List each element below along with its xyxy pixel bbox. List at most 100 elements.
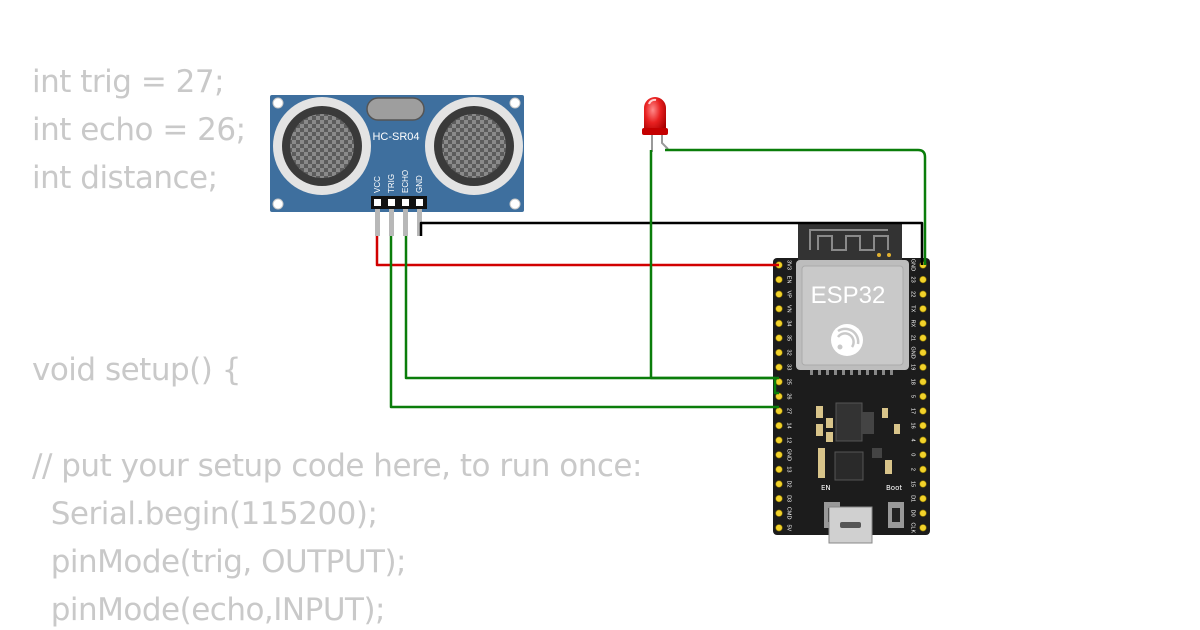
header-pin[interactable] <box>775 319 783 328</box>
header-pin-label: 5 <box>910 395 916 398</box>
header-pin-label: 19 <box>910 364 916 370</box>
header-pin[interactable] <box>775 407 783 415</box>
sensor-header <box>371 196 427 236</box>
boot-button[interactable] <box>888 502 904 528</box>
pin-label: GND <box>415 175 424 193</box>
header-pin[interactable] <box>919 378 927 386</box>
header-pin-label: 17 <box>910 408 916 414</box>
header-pin[interactable] <box>775 305 783 313</box>
header-pin-label: 2 <box>910 468 916 471</box>
code-line: int echo = 26; <box>32 112 246 148</box>
code-line: void setup() { <box>32 352 241 388</box>
header-pin-label: 23 <box>910 277 916 283</box>
header-pin-label: D2 <box>786 480 792 487</box>
left-pin-header: 3V3ENVPVN343532332526271412GND13D2D3CMD5… <box>775 260 792 532</box>
header-pin-label: 18 <box>910 379 916 385</box>
header-pin-label: 5V <box>786 524 792 531</box>
boot-button-label: Boot <box>886 484 902 492</box>
header-pin-label: VP <box>786 291 792 299</box>
wire-trig-27 <box>389 236 779 409</box>
header-pin[interactable] <box>919 480 927 488</box>
header-pin-label: 3V3 <box>786 260 792 270</box>
header-pin-label: 22 <box>910 291 916 297</box>
header-pin[interactable] <box>775 378 783 386</box>
header-pin[interactable] <box>775 509 783 517</box>
code-line: // put your setup code here, to run once… <box>32 448 642 484</box>
header-pin[interactable] <box>775 451 783 459</box>
header-pin[interactable] <box>775 465 783 474</box>
mounting-hole <box>272 97 284 109</box>
header-pin-label: GND <box>910 259 916 271</box>
header-pin[interactable] <box>775 349 783 357</box>
header-pin[interactable] <box>919 524 927 532</box>
wire-gnd-gnd <box>419 221 924 265</box>
transducer-left <box>273 97 371 195</box>
header-pin[interactable] <box>919 305 927 313</box>
mounting-hole <box>509 198 521 210</box>
ultrasonic-sensor[interactable]: HC-SR04 VCC TRIG ECHO GND <box>270 95 524 236</box>
header-pin-label: 25 <box>786 379 792 385</box>
header-pin-label: EN <box>786 276 792 284</box>
header-pin[interactable] <box>775 290 783 298</box>
header-pin[interactable] <box>919 334 927 342</box>
header-pin[interactable] <box>775 524 783 532</box>
header-pin[interactable] <box>775 363 783 371</box>
espressif-logo-icon <box>831 324 863 356</box>
wires <box>375 148 927 409</box>
header-pin-label: CMD <box>786 507 792 520</box>
code-line: Serial.begin(115200); <box>32 496 378 532</box>
transducer-right <box>425 97 523 195</box>
header-pin-label: 12 <box>786 437 792 443</box>
code-line: pinMode(trig, OUTPUT); <box>32 544 407 580</box>
header-pin[interactable] <box>775 334 783 342</box>
header-pin[interactable] <box>775 276 783 284</box>
crystal-oscillator <box>366 97 425 121</box>
pin-label: VCC <box>373 176 382 193</box>
header-pin-label: 21 <box>910 335 916 341</box>
header-pin[interactable] <box>919 436 927 444</box>
header-pin-label: D1 <box>910 495 916 502</box>
header-pin[interactable] <box>919 407 927 415</box>
red-led[interactable] <box>642 97 669 152</box>
mounting-hole <box>272 198 284 210</box>
pin-label: TRIG <box>387 174 396 193</box>
header-pin-label: 15 <box>910 481 916 487</box>
header-pin-label: D3 <box>786 495 792 502</box>
header-pin[interactable] <box>919 465 927 474</box>
header-pin[interactable] <box>919 451 927 459</box>
pin-label: ECHO <box>401 170 410 193</box>
header-pin[interactable] <box>919 509 927 517</box>
header-pin-label: 32 <box>786 350 792 356</box>
header-pin-label: CLK <box>910 522 916 533</box>
header-pin-label: GND <box>910 346 916 358</box>
header-pin[interactable] <box>775 422 783 430</box>
header-pin[interactable] <box>919 363 927 371</box>
header-pin[interactable] <box>775 436 783 444</box>
header-pin-label: 35 <box>786 335 792 341</box>
header-pin-label: 26 <box>786 393 792 399</box>
header-pin[interactable] <box>919 276 927 284</box>
header-pin-label: 4 <box>910 439 916 442</box>
voltage-regulator <box>835 402 863 442</box>
header-pin[interactable] <box>919 392 927 401</box>
header-pin-label: 33 <box>786 364 792 370</box>
header-pin-label: D0 <box>910 510 916 517</box>
antenna-area <box>798 222 902 262</box>
header-pin[interactable] <box>919 495 927 503</box>
header-pin[interactable] <box>919 319 927 328</box>
header-pin[interactable] <box>919 349 927 357</box>
header-pin[interactable] <box>919 290 927 298</box>
header-pin[interactable] <box>775 495 783 503</box>
header-pin[interactable] <box>919 422 927 430</box>
wire-led-gnd <box>665 148 927 265</box>
led-highlight <box>648 98 657 105</box>
header-pin[interactable] <box>775 480 783 488</box>
esp32-board[interactable]: ESP32 E <box>773 222 930 544</box>
mounting-hole <box>509 97 521 109</box>
led-body <box>644 97 666 134</box>
header-pin-label: VN <box>786 305 792 313</box>
code-line: pinMode(echo,INPUT); <box>32 592 386 628</box>
usb-uart-chip <box>834 451 864 481</box>
